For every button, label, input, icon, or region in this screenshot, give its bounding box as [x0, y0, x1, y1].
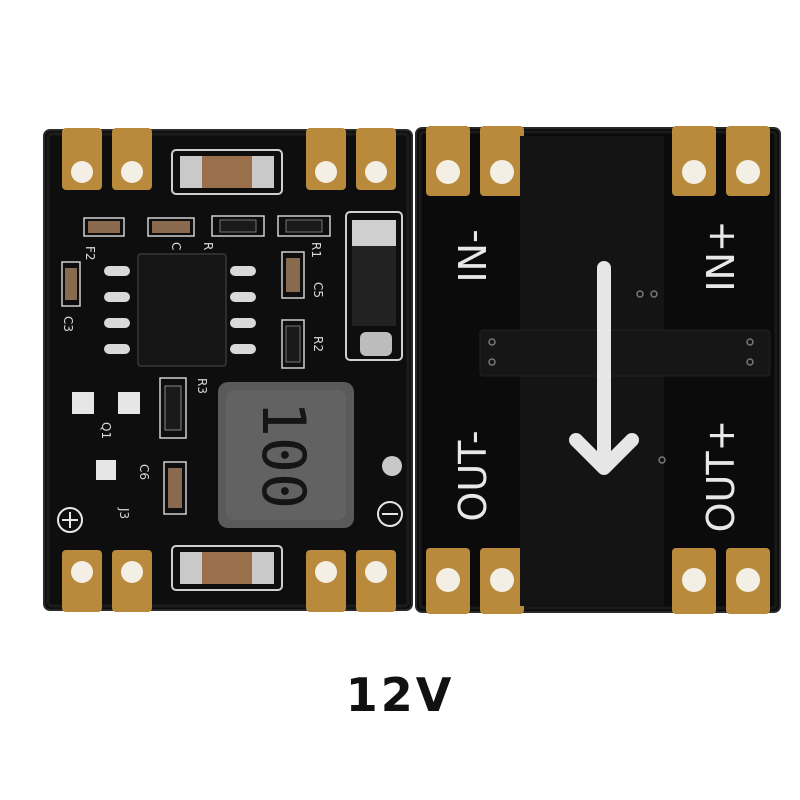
- ic-chip: [104, 253, 256, 367]
- label-f2: F2: [83, 246, 97, 261]
- in-plus-label: IN+: [699, 220, 743, 291]
- schottky-diode: [345, 211, 403, 361]
- label-c3: C3: [61, 316, 75, 332]
- inductor-marking: 100: [248, 401, 318, 509]
- label-j3: J3: [117, 507, 131, 519]
- smd-components: [61, 215, 331, 515]
- in-minus-label: IN-: [451, 229, 495, 282]
- label-c6: C6: [137, 464, 151, 480]
- top-solder-pads: [62, 128, 396, 190]
- label-r: R: [201, 242, 215, 250]
- label-r2: R2: [311, 336, 325, 352]
- top-capacitor: [171, 149, 283, 195]
- label-q1: Q1: [99, 422, 113, 439]
- label-r1: R1: [309, 242, 323, 258]
- right-top-solder-pads: [426, 126, 770, 196]
- right-pcb-board: IN- IN+ OUT- OUT+: [415, 126, 781, 614]
- label-c: C: [169, 242, 183, 250]
- vias: [488, 290, 754, 464]
- direction-arrow-icon: [569, 261, 639, 475]
- test-pad: [382, 456, 402, 476]
- bottom-solder-pads: [62, 550, 396, 612]
- polarity-plus-symbol: [57, 507, 83, 533]
- left-pcb-board: 100 F2 C R R1 C5 R2 C3 R3 Q1 C6 J3: [43, 128, 413, 612]
- right-bottom-solder-pads: [426, 548, 770, 614]
- voltage-caption: 12V: [345, 668, 455, 722]
- out-plus-label: OUT+: [699, 420, 743, 533]
- label-c5: C5: [311, 282, 325, 298]
- label-r3: R3: [195, 378, 209, 394]
- out-minus-label: OUT-: [451, 430, 495, 521]
- polarity-minus-symbol: [377, 501, 403, 527]
- bottom-capacitor: [171, 545, 283, 591]
- silkscreen-labels: F2 C R R1 C5 R2 C3 R3 Q1 C6 J3: [61, 242, 325, 519]
- inductor: 100: [218, 382, 354, 528]
